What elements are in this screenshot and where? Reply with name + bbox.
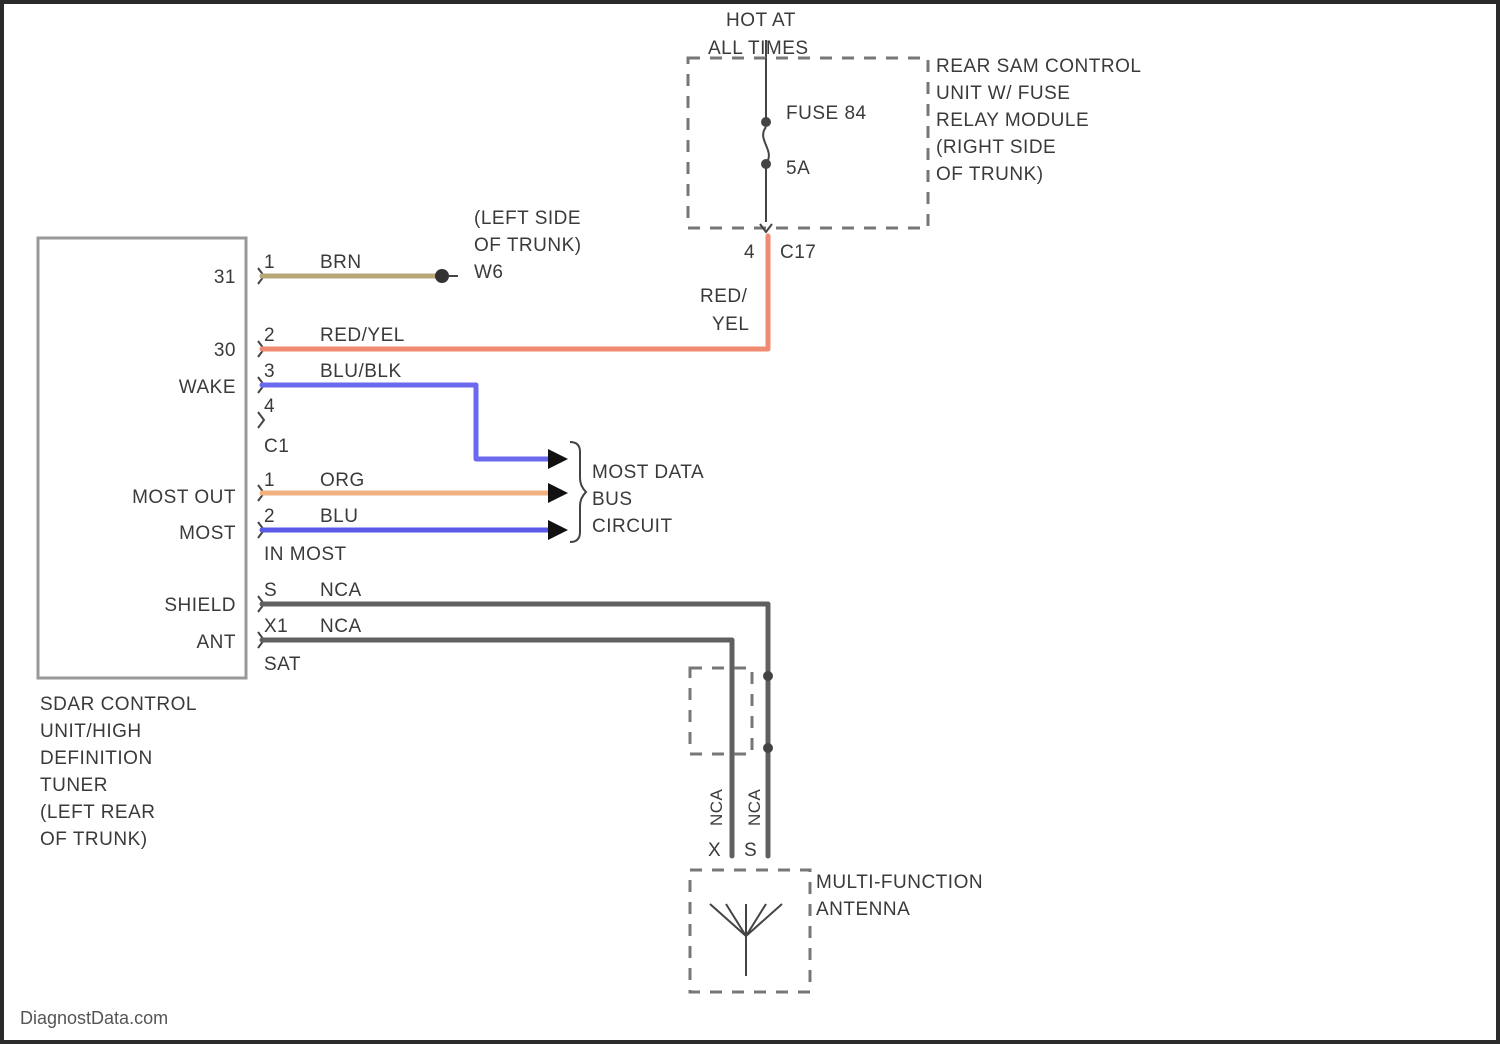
wire-label-org: ORG — [320, 470, 365, 491]
wire-nca-ant — [262, 640, 732, 856]
rear-sam-label-3: RELAY MODULE — [936, 110, 1089, 131]
most-bus-label-2: BUS — [592, 489, 633, 510]
antenna-label-1: MULTI-FUNCTION — [816, 872, 983, 893]
fuse-upper-terminal — [761, 117, 771, 127]
sdar-most-pin-num-2: 2 — [264, 506, 275, 527]
sdar-pin-name-wake: WAKE — [179, 377, 236, 398]
wire-label-blu-blk: BLU/BLK — [320, 361, 402, 382]
wiring-diagram: HOT AT ALL TIMES REAR SAM CONTROL UNIT W… — [4, 4, 1496, 1040]
antenna-pin-left: X — [708, 840, 721, 861]
sdar-pin-num-3: 3 — [264, 361, 275, 382]
sdar-pin-num-1: 1 — [264, 252, 275, 273]
sdar-label-6: OF TRUNK) — [40, 829, 148, 850]
rear-sam-label-4: (RIGHT SIDE — [936, 137, 1056, 158]
most-arrow-3 — [548, 520, 568, 540]
shield-splice-upper — [763, 671, 773, 681]
sdar-label-5: (LEFT REAR — [40, 802, 156, 823]
wire-label-blu: BLU — [320, 506, 358, 527]
sdar-pin-num-x1: X1 — [264, 616, 288, 637]
power-label-line2: ALL TIMES — [708, 38, 809, 59]
sdar-pin-name-most: MOST — [179, 523, 236, 544]
most-bus-brace — [570, 442, 586, 542]
wire-label-nca-ant: NCA — [320, 616, 362, 637]
ground-label-1: (LEFT SIDE — [474, 208, 581, 229]
sdar-pin-name-31: 31 — [214, 267, 236, 288]
wire-blu-blk — [262, 385, 548, 459]
rear-sam-label-5: OF TRUNK) — [936, 164, 1044, 185]
ground-label-2: OF TRUNK) — [474, 235, 582, 256]
wire-label-red-yel: RED/YEL — [320, 325, 405, 346]
red-yel-vertical-label-2: YEL — [712, 314, 749, 335]
shield-splice-lower — [763, 743, 773, 753]
fuse-rating: 5A — [786, 158, 810, 179]
sdar-label-2: UNIT/HIGH — [40, 721, 142, 742]
antenna-pin-right: S — [744, 840, 757, 861]
inline-connector-box — [690, 668, 752, 754]
sdar-label-4: TUNER — [40, 775, 108, 796]
most-bus-label-3: CIRCUIT — [592, 516, 673, 537]
wire-label-nca-shield: NCA — [320, 580, 362, 601]
most-arrow-1 — [548, 449, 568, 469]
fuse-name: FUSE 84 — [786, 103, 867, 124]
rear-sam-label-2: UNIT W/ FUSE — [936, 83, 1070, 104]
most-arrow-2 — [548, 483, 568, 503]
sdar-pin-name-30: 30 — [214, 340, 236, 361]
sdar-label-3: DEFINITION — [40, 748, 153, 769]
wire-label-brn: BRN — [320, 252, 362, 273]
connector-c1-label: C1 — [264, 436, 289, 457]
antenna-wire-label-right: NCA — [745, 788, 764, 826]
sdar-pin-num-4: 4 — [264, 396, 275, 417]
fuse-icon — [763, 127, 769, 164]
ground-label-3: W6 — [474, 262, 504, 283]
sdar-pin-name-shield: SHIELD — [164, 595, 236, 616]
connector-in-most-label: IN MOST — [264, 544, 347, 565]
ground-terminal — [435, 269, 449, 283]
red-yel-vertical-label-1: RED/ — [700, 286, 748, 307]
sdar-pin-num-2: 2 — [264, 325, 275, 346]
connector-sat-label: SAT — [264, 654, 301, 675]
sdar-pin-name-most-out: MOST OUT — [132, 487, 236, 508]
antenna-icon — [710, 904, 782, 976]
power-label-line1: HOT AT — [726, 10, 796, 31]
sdar-label-1: SDAR CONTROL — [40, 694, 197, 715]
watermark: DiagnostData.com — [20, 1008, 168, 1028]
sdar-pin-num-s: S — [264, 580, 277, 601]
antenna-label-2: ANTENNA — [816, 899, 910, 920]
connector-c17-pin: 4 — [744, 242, 755, 263]
most-bus-label-1: MOST DATA — [592, 462, 704, 483]
connector-c17-name: C17 — [780, 242, 816, 263]
rear-sam-label-1: REAR SAM CONTROL — [936, 56, 1141, 77]
rear-sam-box — [688, 58, 928, 228]
antenna-wire-label-left: NCA — [707, 788, 726, 826]
sdar-most-pin-num-1: 1 — [264, 470, 275, 491]
sdar-pin-name-ant: ANT — [197, 632, 237, 653]
